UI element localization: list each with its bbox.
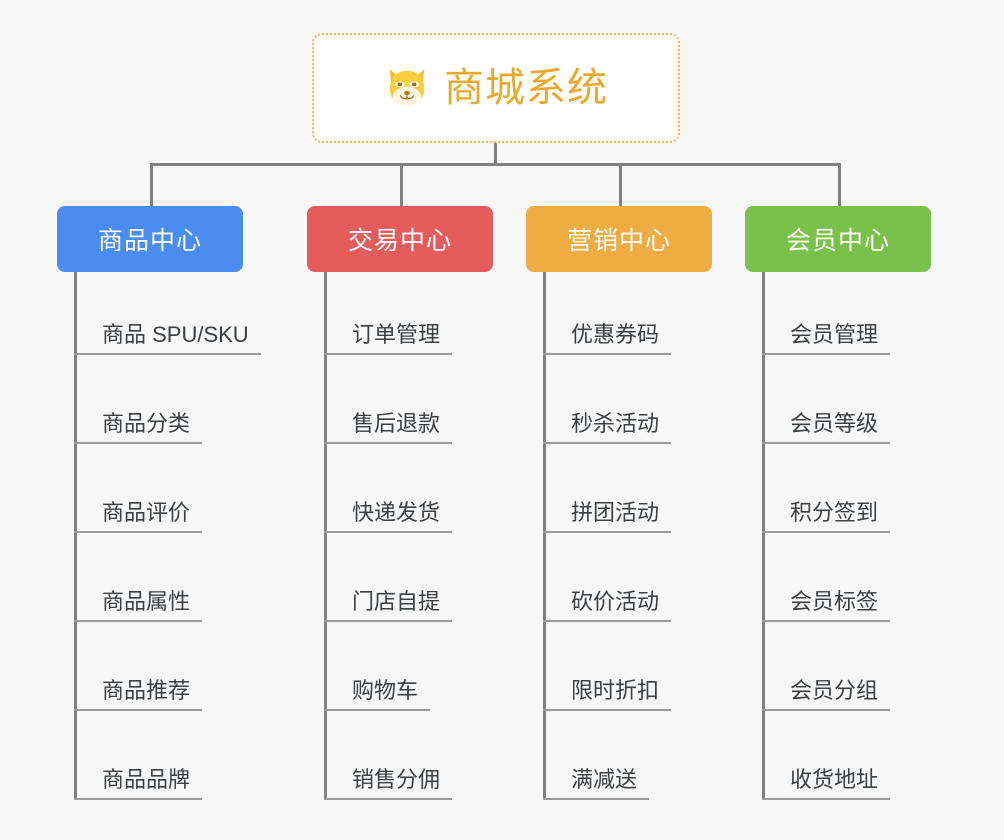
leaf-label: 会员等级 [790, 411, 879, 436]
leaf-label: 销售分佣 [352, 767, 441, 792]
leaf-label: 售后退款 [352, 411, 441, 436]
leaf-label: 会员标签 [790, 589, 879, 614]
leaf-label: 商品品牌 [102, 767, 191, 792]
leaf-label: 限时折扣 [571, 678, 660, 703]
leaf-label: 商品属性 [102, 589, 191, 614]
connector-drop-4 [838, 163, 841, 208]
leaf-label: 拼团活动 [571, 500, 660, 525]
branch-spine [762, 272, 765, 800]
root-node[interactable]: 商城系统 [312, 33, 680, 143]
branch-head-label: 交易中心 [347, 227, 452, 255]
leaf-label: 快递发货 [352, 500, 441, 525]
branch-spine [74, 272, 77, 800]
branch-head-marketing-center[interactable]: 营销中心 [526, 206, 712, 272]
leaf-label: 门店自提 [352, 589, 441, 614]
connector-root-stem [494, 143, 497, 166]
connector-drop-3 [619, 163, 622, 208]
branch-head-member-center[interactable]: 会员中心 [745, 206, 931, 272]
leaf-label: 会员管理 [790, 322, 879, 347]
root-title: 商城系统 [444, 66, 608, 110]
leaf-label: 会员分组 [790, 678, 879, 703]
branch-spine [324, 272, 327, 800]
branch-head-label: 营销中心 [566, 227, 671, 255]
leaf-label: 满减送 [571, 767, 638, 792]
leaf-label: 积分签到 [790, 500, 879, 525]
branch-spine [543, 272, 546, 800]
leaf-label: 商品 SPU/SKU [102, 322, 249, 347]
leaf-label: 商品分类 [102, 411, 191, 436]
leaf-label: 秒杀活动 [571, 411, 660, 436]
connector-horizontal-bus [150, 163, 841, 166]
shiba-dog-face-icon [389, 69, 425, 106]
leaf-label: 购物车 [352, 678, 419, 703]
leaf-label: 商品推荐 [102, 678, 191, 703]
connector-drop-1 [150, 163, 153, 208]
branch-head-label: 会员中心 [785, 227, 890, 255]
leaf-label: 收货地址 [790, 767, 879, 792]
branch-head-product-center[interactable]: 商品中心 [57, 206, 243, 272]
leaf-label: 订单管理 [352, 322, 441, 347]
leaf-label: 优惠券码 [571, 322, 660, 347]
leaf-label: 砍价活动 [571, 589, 660, 614]
leaf-label: 商品评价 [102, 500, 191, 525]
connector-drop-2 [400, 163, 403, 208]
branch-head-trade-center[interactable]: 交易中心 [307, 206, 493, 272]
branch-head-label: 商品中心 [97, 227, 202, 255]
